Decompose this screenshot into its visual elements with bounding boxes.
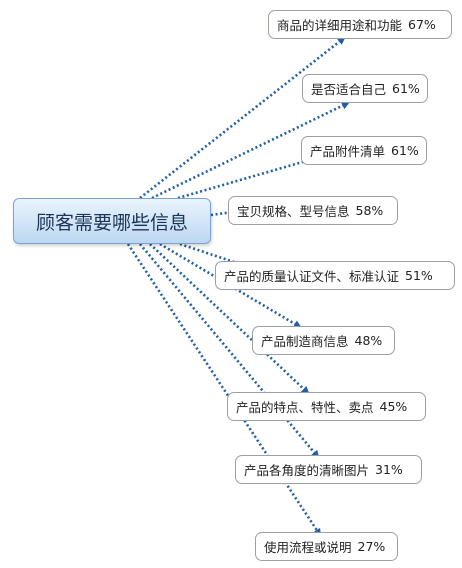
topic-percent: 61% (391, 143, 419, 158)
topic-node[interactable]: 产品附件清单 61% (301, 136, 427, 165)
topic-label: 是否适合自己 (311, 82, 387, 97)
topic-node[interactable]: 产品的质量认证文件、标准认证 51% (215, 261, 455, 290)
topic-node[interactable]: 产品制造商信息 48% (252, 326, 395, 355)
topic-label: 产品各角度的清晰图片 (244, 463, 370, 478)
topic-label: 产品的特点、特性、卖点 (236, 400, 374, 415)
topic-percent: 58% (355, 203, 384, 218)
topic-percent: 27% (357, 539, 386, 554)
topic-label: 产品的质量认证文件、标准认证 (224, 269, 400, 284)
topic-node[interactable]: 商品的详细用途和功能 67% (268, 10, 452, 39)
topic-percent: 45% (379, 399, 408, 414)
topic-percent: 67% (408, 17, 436, 32)
topic-percent: 31% (375, 462, 403, 477)
topic-node[interactable]: 宝贝规格、型号信息 58% (228, 196, 398, 225)
topic-label: 产品制造商信息 (261, 334, 349, 349)
topic-node[interactable]: 使用流程或说明 27% (255, 532, 398, 561)
topic-percent: 61% (392, 81, 420, 96)
topic-label: 产品附件清单 (310, 144, 386, 159)
topic-node[interactable]: 产品的特点、特性、卖点 45% (227, 392, 426, 421)
connector-arrow (139, 36, 346, 200)
topic-label: 使用流程或说明 (264, 540, 352, 555)
topic-node[interactable]: 是否适合自己 61% (302, 74, 428, 103)
topic-percent: 51% (405, 268, 433, 283)
topic-percent: 48% (354, 333, 383, 348)
topic-label: 商品的详细用途和功能 (277, 18, 403, 33)
topic-label: 宝贝规格、型号信息 (237, 204, 350, 219)
topic-node[interactable]: 产品各角度的清晰图片 31% (235, 455, 422, 484)
connector-arrow (126, 243, 322, 537)
root-topic-label: 顾客需要哪些信息 (35, 211, 188, 234)
connector-arrow (149, 243, 310, 395)
connector-arrow (139, 243, 320, 459)
root-topic[interactable]: 顾客需要哪些信息 (13, 198, 211, 244)
